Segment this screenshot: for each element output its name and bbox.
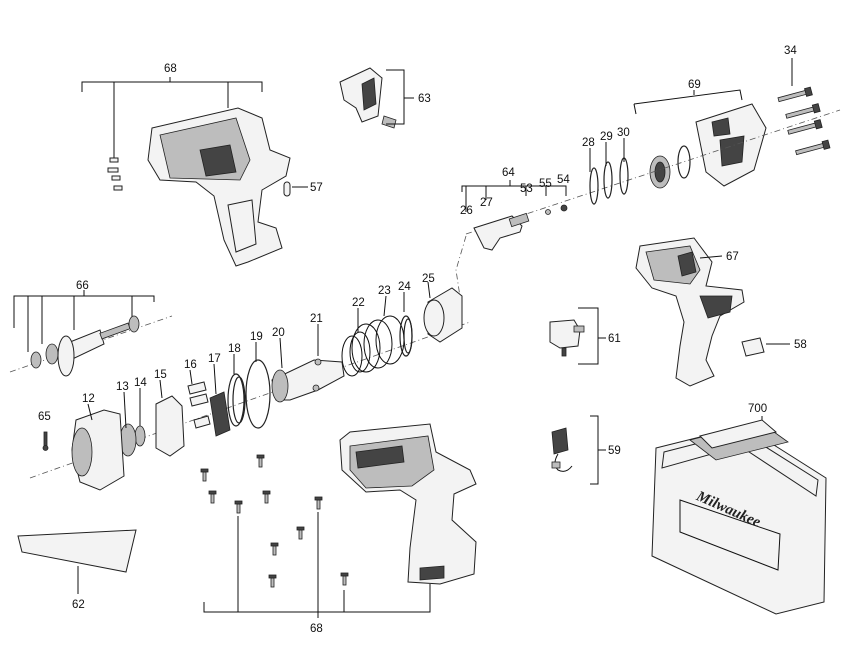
callout-22: 22	[352, 297, 365, 309]
callout-59: 59	[608, 445, 621, 457]
callout-54: 54	[557, 174, 570, 186]
motor-housing-frame	[635, 237, 745, 387]
clutch-assembly	[29, 281, 471, 479]
callout-29: 29	[600, 131, 613, 143]
callout-53: 53	[520, 183, 533, 195]
callout-61: 61	[608, 333, 621, 345]
callout-18: 18	[228, 343, 241, 355]
switch-assembly	[549, 307, 606, 365]
callout-25: 25	[422, 273, 435, 285]
callout-21: 21	[310, 313, 323, 325]
callout-14: 14	[134, 377, 147, 389]
callout-26: 26	[460, 205, 473, 217]
callout-34: 34	[784, 45, 797, 57]
callout-700: 700	[748, 403, 767, 415]
callout-23: 23	[378, 285, 391, 297]
callout-65: 65	[38, 411, 51, 423]
label-part	[741, 337, 790, 357]
callout-67: 67	[726, 251, 739, 263]
callout-27: 27	[480, 197, 493, 209]
callout-69: 69	[688, 79, 701, 91]
callout-13: 13	[116, 381, 129, 393]
washer-stack	[589, 138, 629, 205]
callout-17: 17	[208, 353, 221, 365]
motor-armature-assembly	[9, 290, 173, 377]
led-assembly	[551, 415, 606, 485]
callout-64: 64	[502, 167, 515, 179]
screws-bottom	[200, 454, 349, 588]
screw-set	[777, 58, 831, 156]
callout-20: 20	[272, 327, 285, 339]
callout-62: 62	[72, 599, 85, 611]
callout-68-bottom: 68	[310, 623, 323, 635]
belt-clip-assembly	[339, 67, 414, 129]
callout-19: 19	[250, 331, 263, 343]
callout-66: 66	[76, 280, 89, 292]
carrying-case	[651, 416, 827, 615]
callout-12: 12	[82, 393, 95, 405]
callout-24: 24	[398, 281, 411, 293]
spindle-assembly	[455, 180, 568, 311]
gear-housing-assembly	[465, 89, 841, 235]
callout-15: 15	[154, 369, 167, 381]
callout-labels: 68 63 34 69 57 64 28 29 30 53 55 54 26 2…	[38, 45, 807, 635]
callout-58: 58	[794, 339, 807, 351]
callout-28: 28	[582, 137, 595, 149]
callout-16: 16	[184, 359, 197, 371]
planetary-gear-set	[42, 342, 271, 491]
housing-half-bottom	[200, 423, 477, 618]
callout-30: 30	[617, 127, 630, 139]
housing-half-top	[81, 77, 308, 267]
callout-55: 55	[539, 178, 552, 190]
callout-63: 63	[418, 93, 431, 105]
wedge-part	[17, 529, 137, 594]
callout-68-top: 68	[164, 63, 177, 75]
callout-57: 57	[310, 182, 323, 194]
